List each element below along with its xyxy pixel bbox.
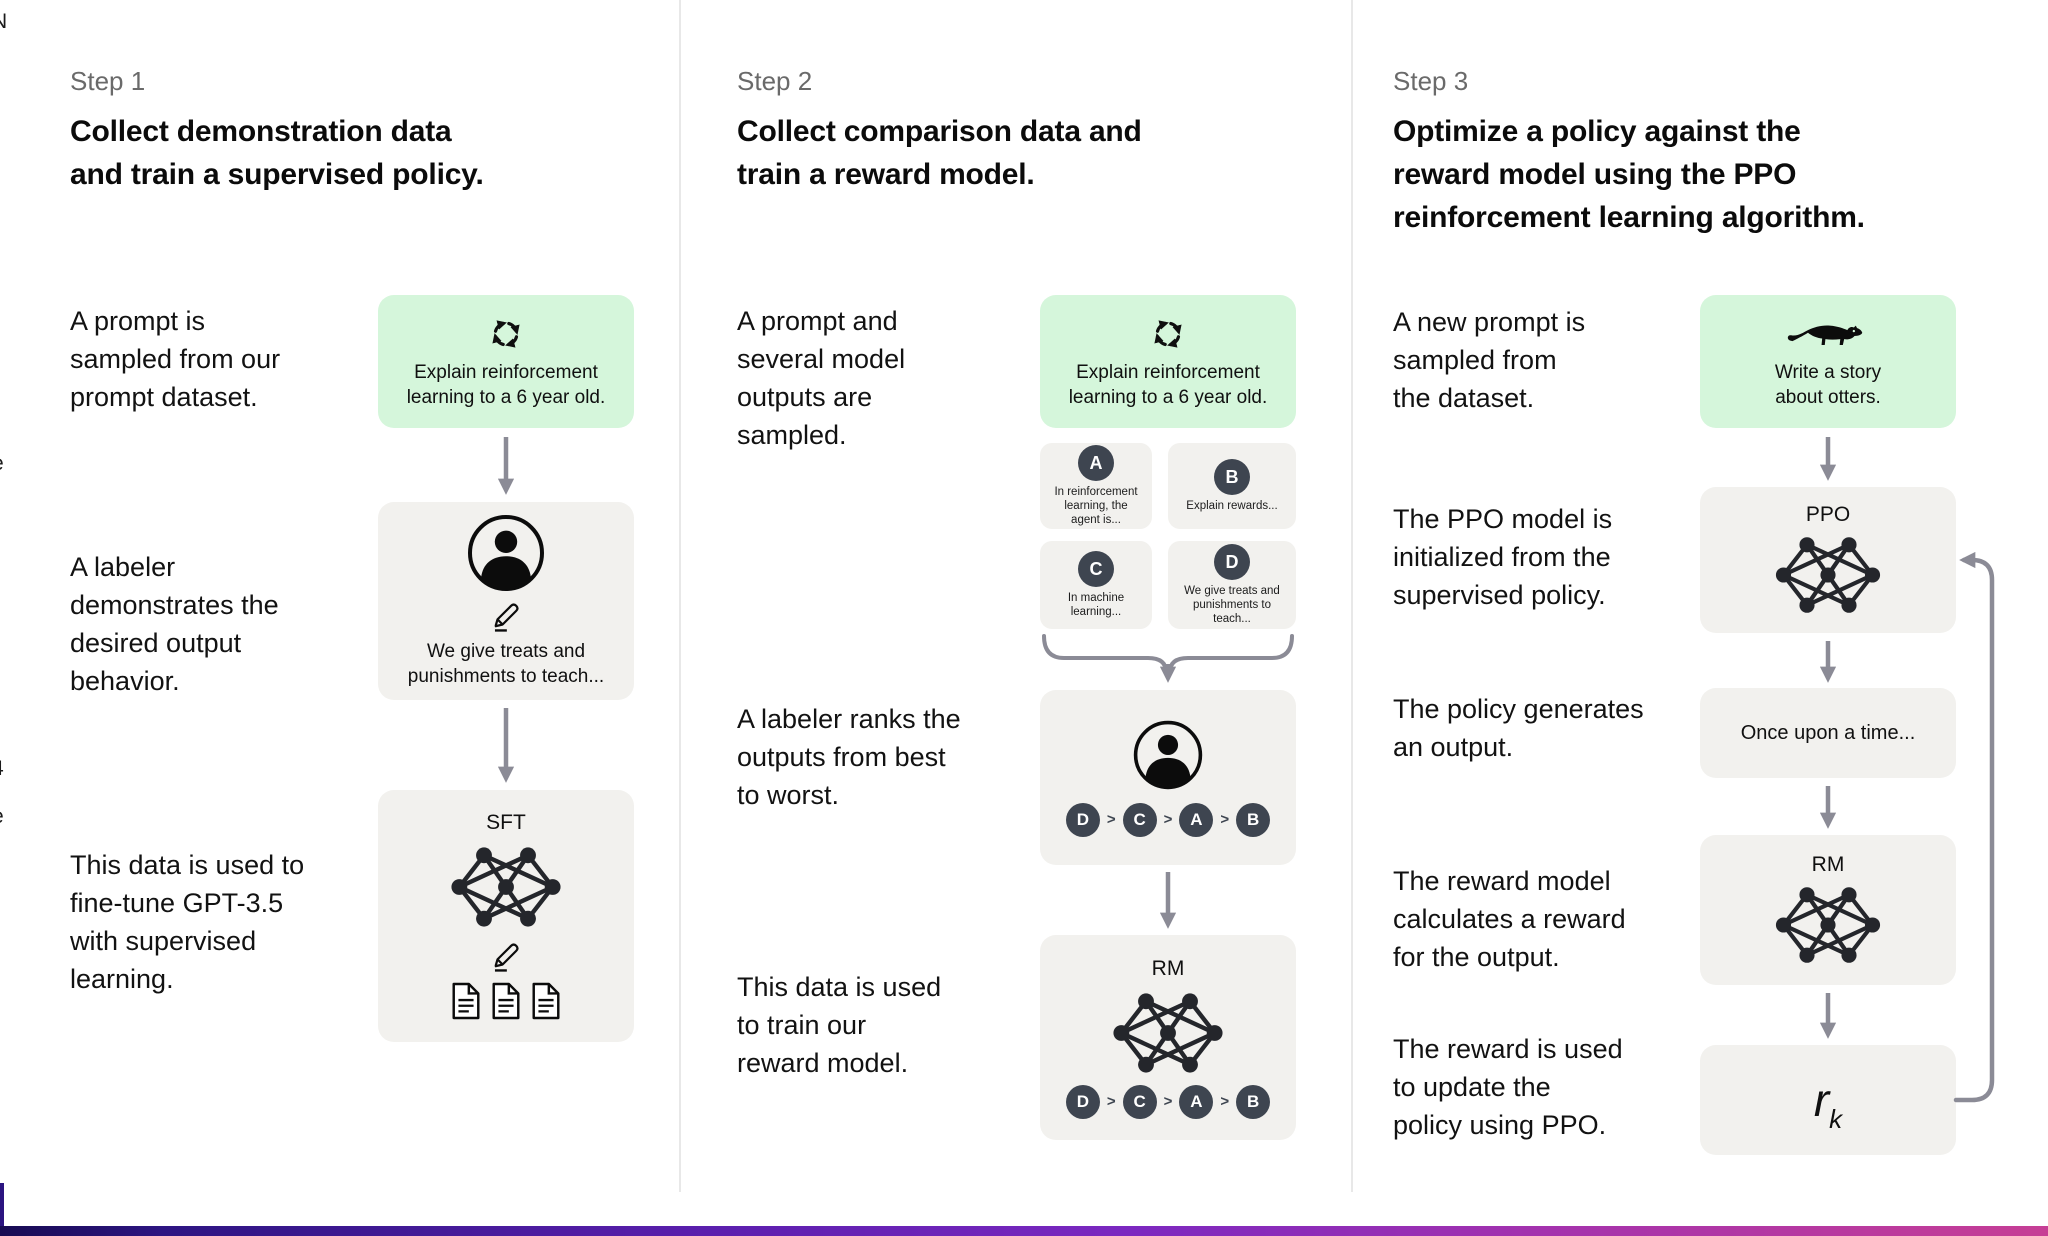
neural-network-icon: [1773, 533, 1883, 617]
column-divider-2: [1351, 0, 1353, 1192]
sft-label: SFT: [486, 811, 526, 834]
rm-model-box-step3: RM: [1700, 835, 1956, 985]
document-icon: [492, 982, 520, 1020]
feedback-loop-arrow: [1953, 551, 1995, 1103]
clipped-glyph: e: [0, 805, 4, 829]
output-badge-c: C: [1078, 551, 1114, 587]
brace-connector-left: [1042, 634, 1168, 674]
neural-network-icon: [447, 843, 565, 931]
output-badge-b: B: [1214, 459, 1250, 495]
step-1-label: Step 1: [70, 66, 146, 96]
clipped-glyph: e: [0, 452, 4, 476]
step-3-label: Step 3: [1393, 66, 1469, 96]
brace-connector-right: [1168, 634, 1294, 674]
policy-output-text: Once upon a time...: [1740, 721, 1916, 744]
document-icon: [532, 982, 560, 1020]
reward-value-box: rk: [1700, 1045, 1956, 1155]
person-icon: [1132, 719, 1204, 791]
sft-model-box: SFT: [378, 790, 634, 1042]
rm-model-box-step2: RM D > C > A > B: [1040, 935, 1296, 1140]
ranking-row: D > C > A > B: [1065, 802, 1271, 837]
cycle-arrows-icon: [486, 314, 526, 354]
documents-icon: [449, 981, 563, 1021]
otter-icon: [1787, 324, 1863, 345]
pencil-icon: [493, 603, 519, 632]
output-badge-a: A: [1078, 445, 1114, 481]
rm-label: RM: [1151, 956, 1185, 980]
clipped-glyph: N: [0, 10, 7, 34]
column-divider-1: [679, 0, 681, 1192]
bottom-gradient-bar: [0, 1226, 2048, 1236]
neural-network-icon: [1109, 989, 1227, 1077]
ppo-label: PPO: [1805, 503, 1851, 526]
labeler-ranking-box: D > C > A > B: [1040, 690, 1296, 865]
viewport-left-edge: [0, 1183, 4, 1236]
ranking-row: D > C > A > B: [1065, 1084, 1271, 1119]
cycle-arrows-icon: [1148, 314, 1188, 354]
document-icon: [452, 982, 480, 1020]
clipped-glyph: 4: [0, 757, 4, 781]
reward-value-text: rk: [1813, 1074, 1843, 1134]
output-badge-d: D: [1214, 544, 1250, 580]
output-box-b: B Explain rewards...: [1168, 443, 1296, 529]
pencil-icon: [493, 943, 519, 972]
ppo-model-box: PPO: [1700, 487, 1956, 633]
step-2-label: Step 2: [737, 66, 813, 96]
policy-output-box: Once upon a time...: [1700, 688, 1956, 778]
neural-network-icon: [1773, 883, 1883, 967]
rm-label: RM: [1811, 853, 1845, 876]
person-icon: [466, 513, 546, 593]
